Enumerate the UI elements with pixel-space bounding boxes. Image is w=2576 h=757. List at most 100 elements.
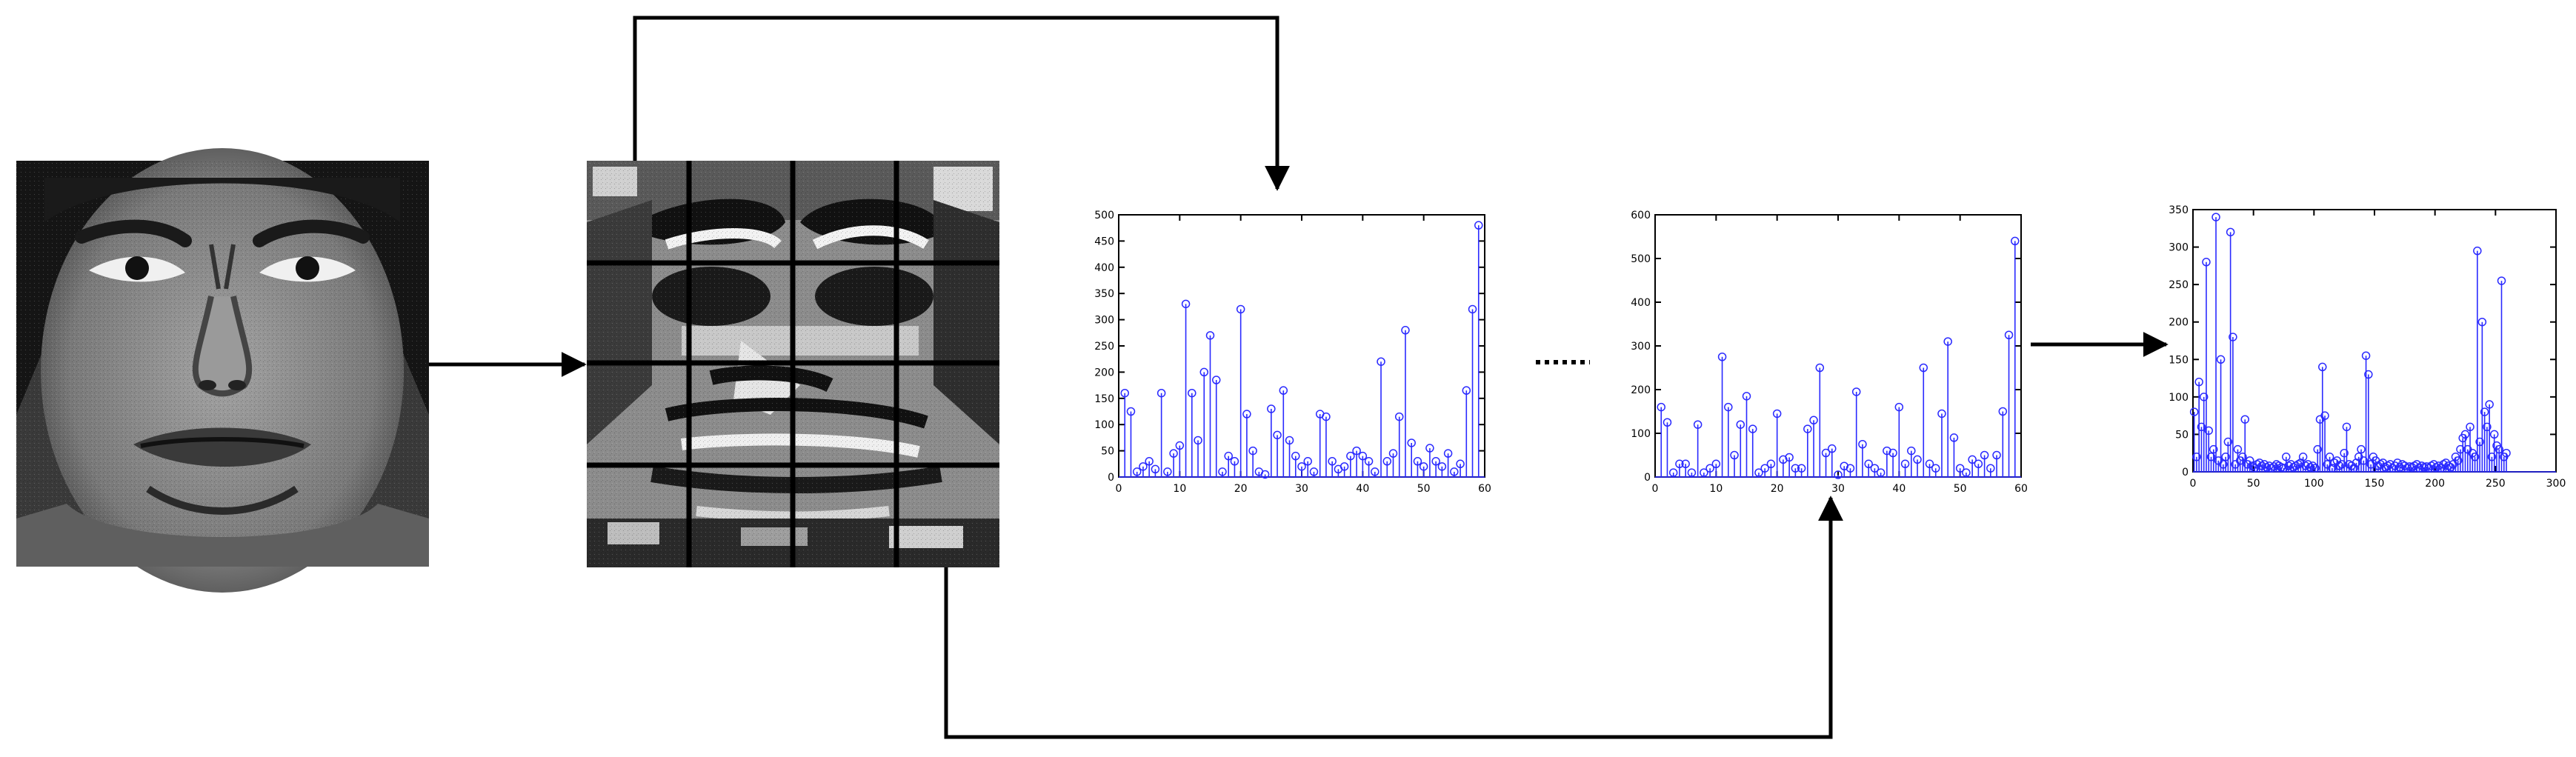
stem-marker [1888, 448, 1897, 458]
lbp-coded-image [587, 161, 999, 567]
stem-marker [1675, 459, 1684, 469]
y-tick-label: 500 [1094, 210, 1114, 221]
stem-marker [2473, 246, 2482, 256]
stem-marker [1919, 363, 1928, 373]
stem-marker [2004, 330, 2014, 339]
stem-marker [2211, 213, 2220, 221]
stem-marker [1236, 304, 1245, 314]
y-tick-label: 450 [1094, 236, 1114, 247]
stem-marker [1797, 464, 1806, 473]
y-tick-label: 400 [1631, 297, 1651, 309]
y-tick-label: 500 [1631, 253, 1651, 265]
stem-marker [2204, 426, 2213, 436]
chart-frame [2192, 209, 2557, 473]
stem-marker [1163, 467, 1172, 476]
stem-marker [2226, 227, 2235, 237]
stem-marker [2470, 453, 2480, 461]
stem-marker [1401, 326, 1410, 335]
stem-marker [2313, 444, 2322, 454]
stem-marker [1156, 388, 1166, 398]
stem-marker [2308, 461, 2317, 470]
stem-marker [1760, 464, 1769, 473]
stem-marker [2477, 317, 2487, 327]
stem-marker [2282, 453, 2291, 461]
stem-marker [1218, 467, 1227, 476]
x-tick-label: 20 [1771, 483, 1784, 495]
stem-marker [1285, 436, 1294, 445]
stem-marker [1834, 470, 1843, 479]
stem-marker [2480, 407, 2489, 416]
stem-marker [1462, 386, 1471, 395]
stem-marker [1450, 467, 1459, 476]
y-tick-label: 300 [1631, 341, 1651, 353]
x-tick-label: 300 [2546, 478, 2566, 490]
stem-marker [1419, 462, 1428, 471]
x-tick-label: 60 [1478, 483, 1491, 495]
stem-marker [2189, 407, 2199, 416]
stem-marker [1864, 459, 1873, 469]
stem-marker [2466, 422, 2475, 432]
stem-marker [2342, 422, 2352, 432]
x-tick-label: 250 [2486, 478, 2506, 490]
stem-marker [2246, 456, 2254, 465]
stem-marker [2248, 461, 2257, 470]
stem-marker [1205, 331, 1215, 340]
stem-marker [1785, 453, 1794, 462]
stem-marker [2485, 400, 2494, 409]
stem-marker [1413, 457, 1422, 466]
x-tick-label: 150 [2365, 478, 2385, 490]
stem-marker [1876, 468, 1886, 477]
x-tick-label: 200 [2425, 478, 2445, 490]
stem-marker [2206, 453, 2216, 461]
stem-marker [1974, 459, 1983, 469]
stem-marker [2361, 351, 2371, 360]
stem-marker [1858, 440, 1867, 449]
x-tick-label: 10 [1173, 483, 1186, 495]
stem-marker [1120, 388, 1129, 398]
stem-marker [1291, 451, 1300, 461]
y-tick-label: 250 [1094, 341, 1114, 353]
y-tick-label: 150 [2169, 354, 2189, 366]
y-tick-label: 300 [2169, 242, 2189, 254]
stem-marker [1736, 420, 1745, 429]
stem-marker [1962, 468, 1971, 477]
stem-marker [1132, 467, 1142, 476]
stem-marker [2340, 448, 2349, 458]
x-tick-label: 50 [2247, 478, 2260, 490]
stem-marker [2393, 458, 2402, 467]
stem-marker [2483, 422, 2492, 432]
stem-marker [1846, 464, 1855, 473]
flow-arrows [429, 16, 2169, 739]
stem-marker [1803, 424, 1812, 433]
stem-marker [1346, 451, 1355, 461]
stem-marker [2209, 444, 2218, 454]
stem-marker [2487, 453, 2497, 461]
y-tick-label: 0 [2182, 467, 2189, 478]
stem-marker [2219, 460, 2228, 469]
stem-marker [1894, 402, 1904, 412]
stem-marker [1211, 376, 1221, 384]
stem-marker [1955, 464, 1965, 473]
stem-marker [1230, 457, 1239, 466]
stem-marker [1998, 407, 2008, 416]
stem-marker [1260, 470, 1270, 479]
stem-marker [1668, 468, 1678, 477]
stem-marker [2202, 258, 2211, 267]
stem-marker [1937, 409, 1946, 418]
stem-marker [1992, 450, 2001, 460]
x-tick-label: 60 [2014, 483, 2028, 495]
x-tick-label: 40 [1892, 483, 1906, 495]
y-tick-label: 0 [1644, 472, 1651, 484]
stem-marker [1145, 457, 1154, 466]
stem-marker [1663, 418, 1672, 427]
x-tick-label: 20 [1234, 483, 1248, 495]
stem-marker [1693, 420, 1703, 429]
stem-marker [1943, 337, 1952, 346]
stem-marker [1273, 430, 1282, 440]
stem-marker [1339, 462, 1349, 471]
stem-marker [1724, 402, 1733, 412]
x-tick-label: 30 [1295, 483, 1308, 495]
stem-marker [1949, 433, 1959, 442]
stem-marker [1968, 455, 1977, 464]
stem-marker [1188, 388, 1197, 398]
